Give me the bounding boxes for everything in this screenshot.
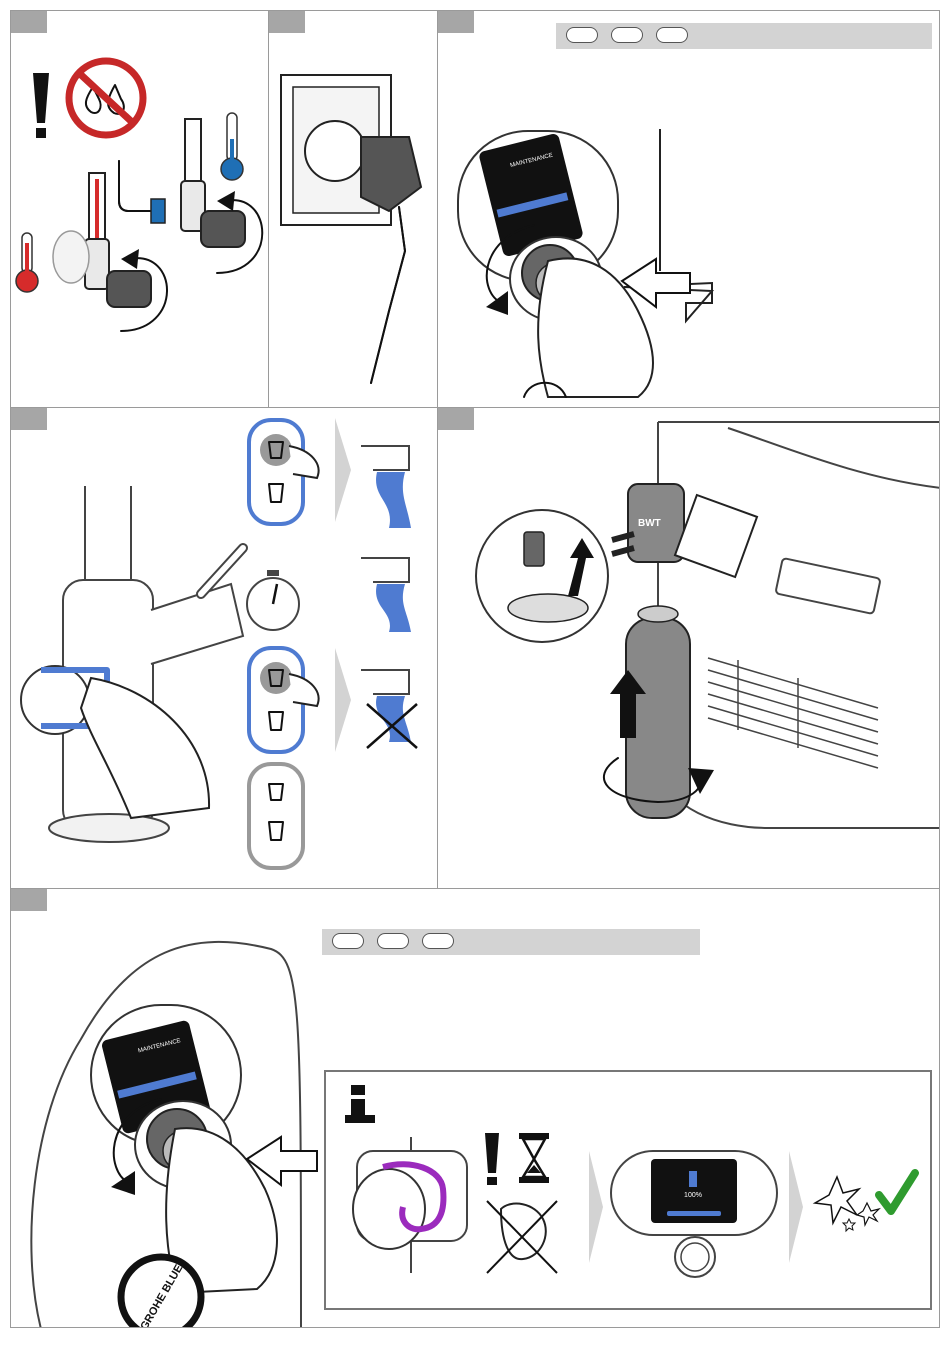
step-panel-close-valves [10, 10, 269, 408]
step-panel-plug-in [268, 10, 438, 408]
button-group-pressed-again [249, 648, 319, 752]
water-flow-on [361, 446, 411, 528]
hot-thermometer-icon [16, 233, 38, 292]
step-panel-menu-select: MAINTENANCE [437, 10, 940, 408]
water-flow-on [361, 558, 411, 632]
sequence-chevron [335, 648, 351, 752]
warning-exclamation-icon [485, 1133, 499, 1185]
menu-select-illustration: MAINTENANCE [438, 11, 940, 408]
angle-valves-drawing [53, 119, 245, 307]
button-group-idle [249, 764, 303, 868]
faucet-drawing [21, 486, 243, 842]
button-group-pressed [249, 420, 319, 524]
warning-exclamation-icon [33, 73, 49, 138]
detail-zoom-circle [476, 510, 608, 642]
filter-brand-label: BWT [638, 518, 661, 529]
step-panel-confirm: MAINTENANCE GROHE BLUE [10, 888, 940, 1328]
rinse-illustration [11, 408, 438, 889]
water-flow-off [361, 670, 417, 748]
close-valves-illustration [11, 11, 269, 408]
filter-cartridge-drawing [610, 606, 690, 818]
filter-install-illustration: BWT [438, 408, 940, 889]
step-panel-filter-install: BWT [437, 407, 940, 889]
stopwatch-icon [247, 570, 299, 630]
filter-head-drawing: BWT [612, 484, 757, 577]
no-dripping-water-icon [69, 61, 143, 135]
sequence-chevron [335, 418, 351, 522]
plug-in-illustration [269, 11, 438, 408]
info-box: 100% [325, 1071, 931, 1309]
confirm-illustration: MAINTENANCE GROHE BLUE [11, 889, 940, 1328]
cold-thermometer-icon [221, 113, 243, 180]
display-percent-label: 100% [684, 1192, 702, 1199]
brand-logo: GROHE BLUE [121, 1257, 201, 1328]
power-plug-icon [361, 137, 421, 383]
chiller-unit-drawing [658, 422, 940, 828]
step-panel-rinse [10, 407, 438, 889]
